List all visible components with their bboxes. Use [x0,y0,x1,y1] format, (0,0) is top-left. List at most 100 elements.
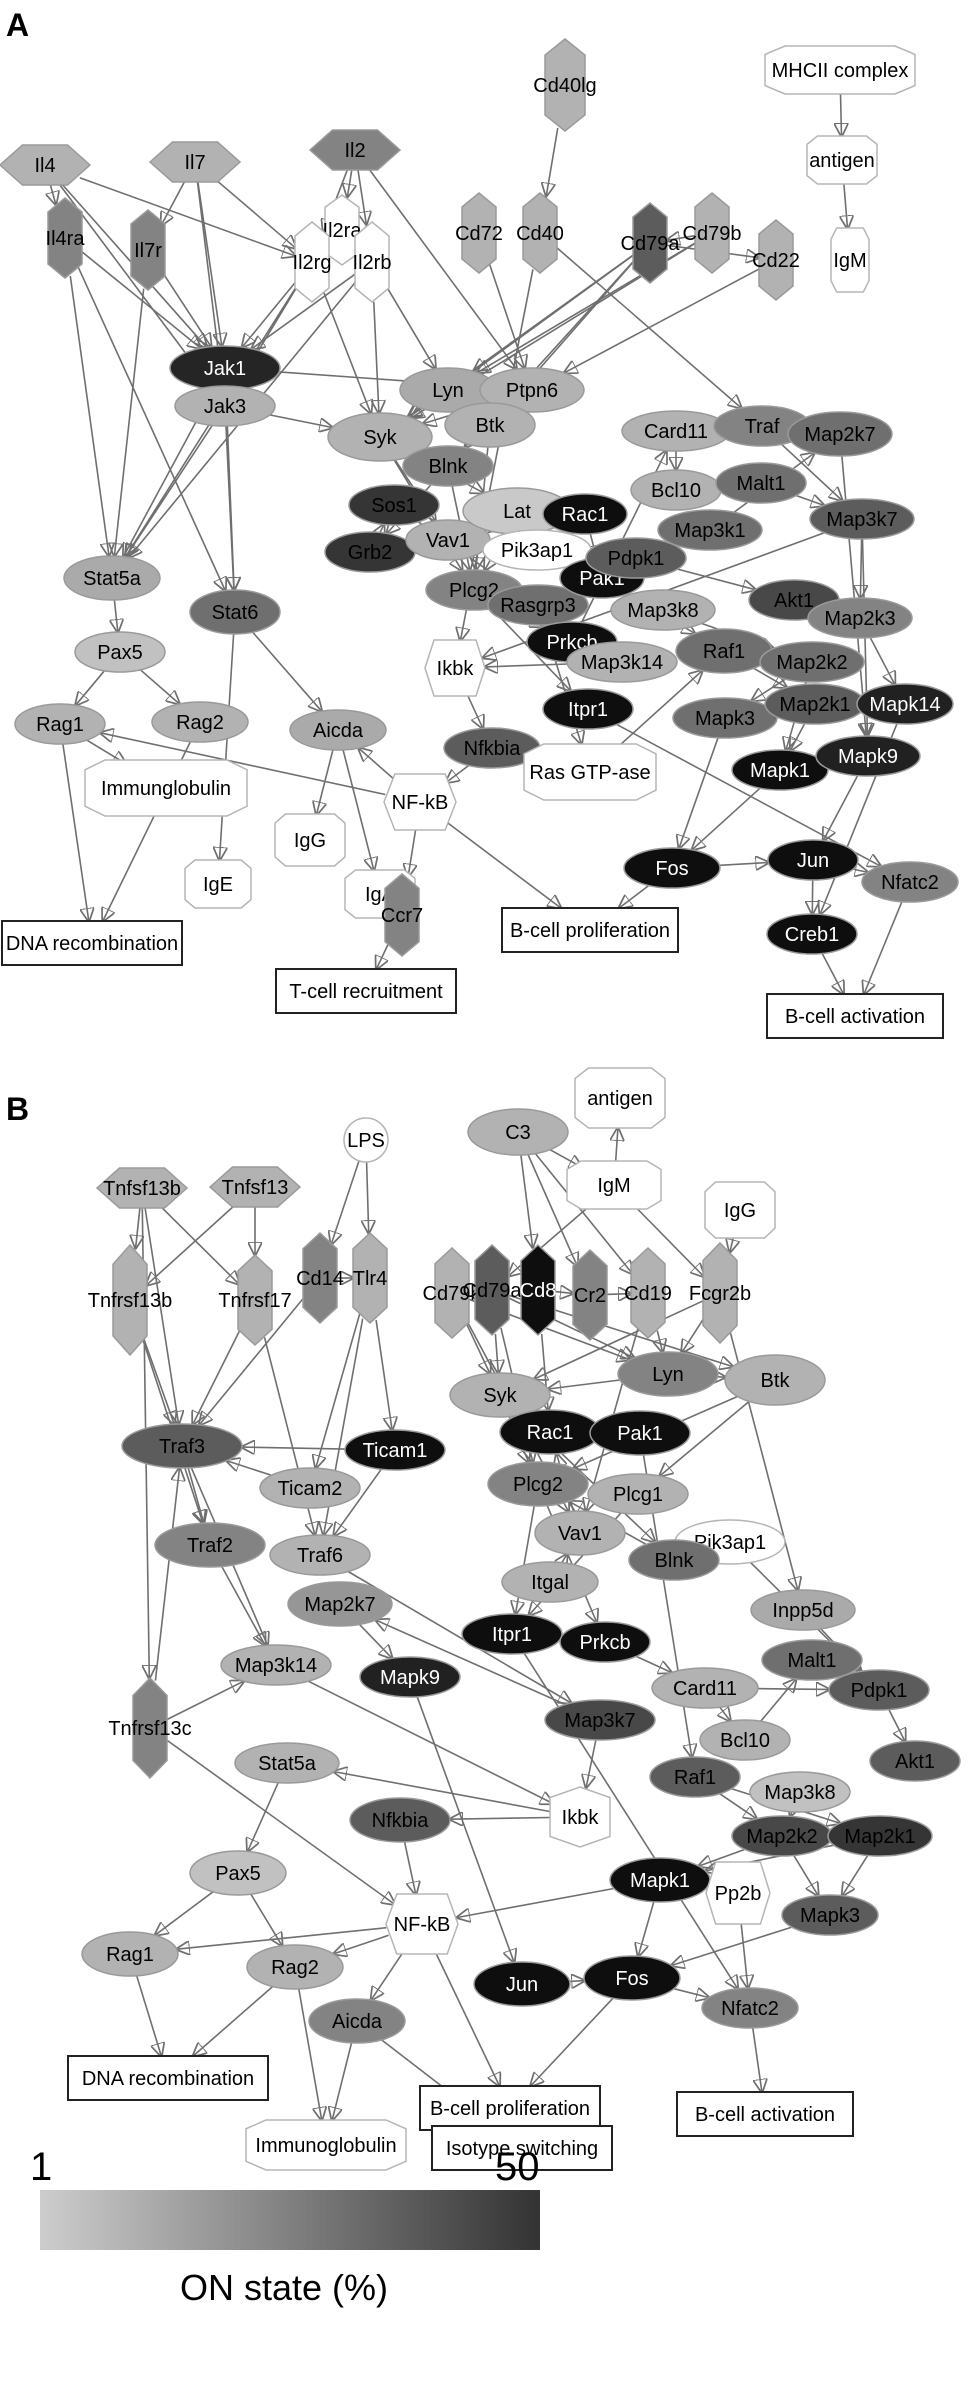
node-aicda: Aicda [308,1998,406,2044]
node-akt1: Akt1 [869,1740,961,1782]
node-map2k2: Map2k2 [731,1815,833,1857]
edge-tnfsf13b-to-traf3 [144,1207,179,1424]
node-btk-label: Btk [476,415,506,437]
node-mapk14-label: Mapk14 [869,694,940,716]
node-aicda-label: Aicda [332,2011,383,2033]
node-mhciicomplex-shape [764,45,916,95]
node-lat-label: Lat [503,501,531,523]
legend-gradient-bar [40,2190,540,2250]
node-nfatc2-shape [701,1987,799,2029]
node-sos1-shape [348,484,440,526]
node-ticam1-label: Ticam1 [363,1440,428,1462]
edge-tnfrsf13b-to-traf3 [142,1335,174,1424]
node-cd79a-shape [632,202,668,284]
node-bcl10-shape [699,1719,791,1761]
edge-nfkb-to-bcellproliferation [445,820,561,909]
node-map2k2-shape [759,641,865,683]
node-igg-shape [704,1181,776,1239]
node-plcg1: Plcg1 [587,1473,689,1515]
node-mapk3-shape [781,1894,879,1936]
node-immunglobulin-label: Immunglobulin [101,778,231,800]
node-cd40-shape [522,192,558,274]
node-tnfsf13b-shape [95,1167,189,1209]
edge-nfkbia-to-nfkb [446,764,470,783]
node-il4ra-shape [47,197,83,279]
node-grb2: Grb2 [324,531,416,573]
node-map3k8: Map3k8 [610,589,716,631]
node-cd22-label: Cd22 [752,250,800,272]
edge-map2k7-to-mapk9 [358,1623,393,1658]
edge-cd14-to-traf3 [199,1296,306,1425]
node-tlr4: Tlr4 [352,1231,388,1325]
node-raf1-label: Raf1 [674,1767,716,1789]
edge-fos-to-nfatc2 [673,1989,709,1998]
node-map2k2: Map2k2 [759,641,865,683]
node-bcellactivation: B-cell activation [676,2091,854,2137]
node-bcellproliferation-shape [501,907,679,953]
node-nfkbia: Nfkbia [349,1797,451,1843]
edge-c3-to-cd8 [520,1154,533,1247]
node-pak1-label: Pak1 [617,1423,663,1445]
edge-cd79b-to-syk [464,1320,490,1373]
node-cd14: Cd14 [296,1231,344,1325]
node-cr2-label: Cr2 [574,1285,606,1307]
edge-il7-to-jak1 [197,181,222,346]
edge-c3-to-cd19 [534,1153,632,1274]
node-plcg1-label: Plcg1 [613,1484,663,1506]
node-fos-label: Fos [655,858,688,880]
node-bcellproliferation: B-cell proliferation [419,2085,601,2131]
edge-il4ra-to-jak1 [80,250,201,348]
node-il2ra-shape [324,194,360,266]
edge-tnfsf13b-to-tnfrsf17 [159,1205,239,1284]
node-rag2: Rag2 [246,1944,344,1990]
node-raf1-shape [649,1756,741,1798]
node-map2k3-shape [807,597,913,639]
edge-ticam2-to-traf3 [227,1461,272,1477]
legend-max-label: 50 [495,2145,540,2189]
edge-ikbk-to-nfkbia [466,693,483,729]
node-il2rg-label: Il2rg [293,252,332,274]
edge-ikbk-to-nfkbia [450,1818,551,1820]
node-jak3-shape [174,385,276,427]
node-itgal-label: Itgal [531,1572,569,1594]
node-tnfsf13: Tnfsf13 [208,1166,302,1208]
node-cd79b-shape [434,1246,470,1340]
edge-mapk1-to-fos [638,1901,655,1956]
node-map3k8-label: Map3k8 [764,1782,835,1804]
node-pdpk1-shape [828,1669,930,1711]
edge-cd19-to-lyn [657,1330,662,1352]
node-malt1: Malt1 [715,462,807,504]
edge-il4-to-il4ra [50,184,55,205]
node-lyn-label: Lyn [652,1364,684,1386]
node-ticam2-label: Ticam2 [278,1478,343,1500]
node-cr2-shape [572,1248,608,1342]
node-mhciicomplex: MHCII complex [764,45,916,95]
node-ticam1-shape [344,1429,446,1471]
node-traf3-shape [121,1423,243,1469]
edge-nfkb-to-aicda [371,1949,406,2000]
node-igm-label: IgM [833,250,866,272]
node-plcg1-shape [587,1473,689,1515]
node-tcellrecruitment-shape [275,968,457,1014]
node-vav1: Vav1 [405,519,491,561]
node-itpr1-shape [461,1613,563,1655]
node-rag1-shape [14,703,106,745]
node-bcellactivation-label: B-cell activation [695,2104,835,2126]
node-traf6-label: Traf6 [297,1545,343,1567]
node-nfatc2-shape [861,861,959,903]
node-mapk3-shape [672,697,778,739]
node-cd19-label: Cd19 [624,1283,672,1305]
node-igg-shape [274,813,346,867]
node-stat5a-label: Stat5a [83,568,142,590]
node-map3k7-shape [544,1699,656,1741]
node-nfatc2-label: Nfatc2 [721,1998,779,2020]
edge-pax5-to-rag2 [250,1893,282,1946]
edge-cd79b-to-cd79a [667,236,696,241]
edge-il4ra-to-stat5a [69,275,109,556]
node-traf3: Traf3 [121,1423,243,1469]
node-map3k14-shape [566,641,678,683]
node-rag1: Rag1 [81,1931,179,1977]
node-bcellproliferation-label: B-cell proliferation [430,2098,590,2120]
node-cd22-shape [758,219,794,301]
node-itgal: Itgal [501,1561,599,1603]
